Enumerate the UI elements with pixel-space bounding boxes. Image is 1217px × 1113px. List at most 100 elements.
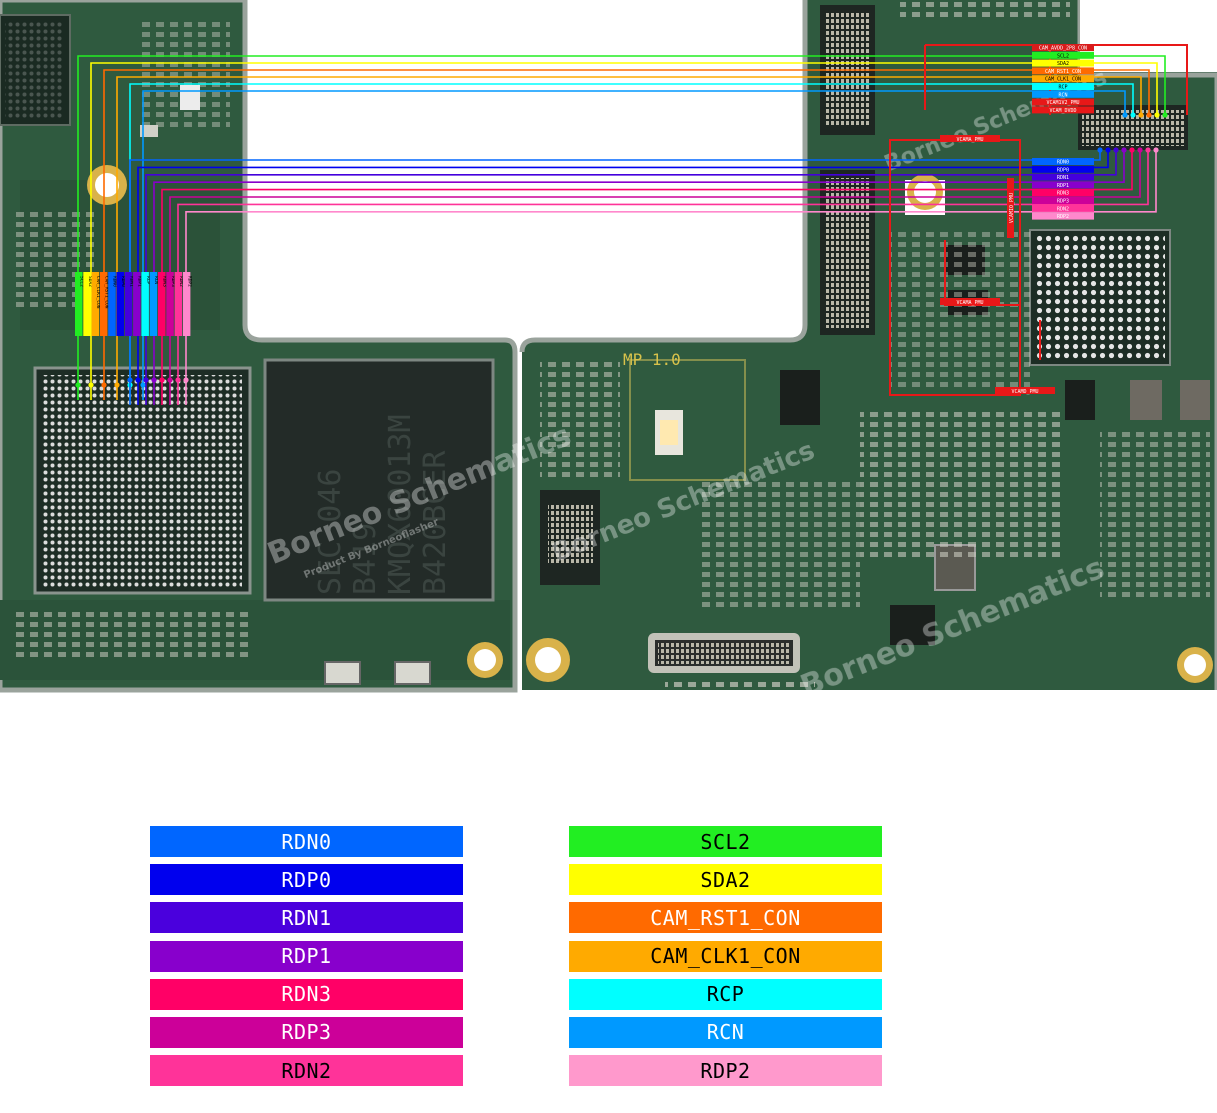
pin-label-bg bbox=[75, 272, 83, 336]
legend-item-rdp1: RDP1 bbox=[150, 940, 463, 972]
trace-endpoint bbox=[1105, 147, 1111, 153]
trace-endpoint bbox=[1153, 147, 1159, 153]
connector-label: VCAM1V2_PMU bbox=[1046, 100, 1079, 106]
legend-item-cam-rst1-con: CAM_RST1_CON bbox=[569, 902, 882, 934]
signal-trace bbox=[142, 90, 1126, 400]
connector-label: RCP bbox=[1058, 85, 1067, 91]
pin-label: RDP1 bbox=[137, 276, 143, 287]
power-label: VCAMA_PMU bbox=[956, 137, 983, 143]
connector-label: CAM_CLK1_CON bbox=[1045, 77, 1081, 83]
trace-endpoint bbox=[88, 382, 94, 388]
lane-label: RDN0 bbox=[1057, 160, 1069, 166]
power-label-bg bbox=[940, 135, 1000, 142]
trace-endpoint bbox=[101, 382, 107, 388]
pin-label: SDA2 bbox=[87, 276, 93, 287]
trace-endpoint bbox=[175, 377, 181, 383]
lane-label-bg bbox=[1032, 204, 1094, 212]
lane-label: RDP0 bbox=[1057, 167, 1069, 173]
lane-label: RDP3 bbox=[1057, 199, 1069, 205]
power-label-bg bbox=[995, 387, 1055, 394]
trace-endpoint bbox=[114, 382, 120, 388]
chip-marking-line: SEC 046 bbox=[313, 469, 348, 595]
power-label-bg bbox=[1007, 178, 1014, 238]
trace-endpoint bbox=[1121, 147, 1127, 153]
pin-label-bg bbox=[91, 272, 100, 336]
power-label-bg bbox=[940, 298, 1000, 305]
pin-label: RDP0 bbox=[120, 276, 126, 287]
pin-label-bg bbox=[158, 272, 166, 336]
signal-trace bbox=[77, 55, 1166, 400]
trace-endpoint bbox=[143, 377, 149, 383]
connector-label: CAM_RST1_CON bbox=[1045, 69, 1081, 75]
legend-item-rdp3: RDP3 bbox=[150, 1016, 463, 1048]
chip-marking-line: KMQX60013M bbox=[383, 414, 418, 595]
pin-label: RDP2 bbox=[186, 276, 192, 287]
lane-label-bg bbox=[1032, 197, 1094, 204]
trace-endpoint bbox=[1138, 112, 1144, 118]
pin-label: RCN bbox=[153, 276, 159, 284]
trace-endpoint bbox=[1146, 112, 1152, 118]
pin-label: CAM_RST1_CON bbox=[103, 276, 109, 309]
trace-endpoint bbox=[1154, 112, 1160, 118]
connector-label: SCL2 bbox=[1057, 53, 1069, 59]
legend-item-scl2: SCL2 bbox=[569, 826, 882, 857]
chip-marking-line: B420BCER bbox=[418, 450, 453, 595]
trace-endpoint bbox=[183, 377, 189, 383]
legend-item-rdp0: RDP0 bbox=[150, 864, 463, 896]
power-label: VCAMA_PMU bbox=[956, 300, 983, 306]
connector-label: SDA2 bbox=[1057, 61, 1069, 67]
lane-label-bg bbox=[1032, 173, 1094, 181]
pin-label: SCL2 bbox=[79, 276, 85, 287]
lane-label: RDP1 bbox=[1057, 183, 1069, 189]
silkscreen-version-label: MP 1.0 bbox=[623, 350, 681, 369]
pin-label: RDN1 bbox=[128, 276, 134, 287]
trace-endpoint bbox=[127, 377, 133, 383]
trace-endpoint bbox=[1145, 147, 1151, 153]
pcb-board-svg: SEC 046 B419 KMQX60013M B420BCER bbox=[0, 0, 1217, 693]
legend-item-rdn3: RDN3 bbox=[150, 978, 463, 1010]
trace-endpoint bbox=[1162, 112, 1168, 118]
connector-label-bg bbox=[1032, 59, 1094, 67]
connector-label-bg bbox=[1032, 44, 1094, 51]
legend-item-rdp2: RDP2 bbox=[569, 1055, 882, 1087]
trace-endpoint bbox=[151, 377, 157, 383]
trace-endpoint bbox=[1137, 147, 1143, 153]
connector-label-bg bbox=[1032, 67, 1094, 75]
pin-label-bg bbox=[108, 272, 116, 336]
pin-label: CAM_CLK1_CON bbox=[95, 276, 101, 309]
connector-label-bg bbox=[1032, 83, 1094, 90]
lane-label-bg bbox=[1032, 189, 1094, 197]
pin-label: RDN3 bbox=[162, 276, 168, 287]
connector-label-bg bbox=[1032, 98, 1094, 106]
pin-label-bg bbox=[174, 272, 183, 336]
power-label: VCAMD_PMU bbox=[1011, 389, 1038, 395]
legend-item-sda2: SDA2 bbox=[569, 864, 882, 896]
trace-endpoint bbox=[1097, 147, 1103, 153]
pin-label: RDN0 bbox=[112, 276, 118, 287]
pin-label-bg bbox=[133, 272, 141, 336]
trace-endpoint bbox=[1122, 112, 1128, 118]
right-board: MP 1.0 bbox=[519, 0, 1217, 692]
connector-label-bg bbox=[1032, 90, 1094, 98]
pin-label: RCP bbox=[145, 276, 151, 284]
trace-endpoint bbox=[140, 382, 146, 388]
trace-endpoint bbox=[135, 377, 141, 383]
trace-endpoint bbox=[167, 377, 173, 383]
connector-label-bg bbox=[1032, 106, 1094, 114]
pin-label-bg bbox=[99, 272, 108, 336]
connector-label: VCAM_DVDD bbox=[1049, 108, 1076, 114]
connector-label-bg bbox=[1032, 75, 1094, 83]
legend-item-rdn1: RDN1 bbox=[150, 902, 463, 934]
pin-label-bg bbox=[116, 272, 124, 336]
pin-label-bg bbox=[141, 272, 149, 336]
lane-label-bg bbox=[1032, 158, 1094, 165]
trace-endpoint bbox=[159, 377, 165, 383]
chip-marking-line: B419 bbox=[348, 523, 383, 595]
trace-endpoint bbox=[1130, 112, 1136, 118]
legend-item-rdn0: RDN0 bbox=[150, 826, 463, 857]
signal-trace bbox=[116, 76, 1142, 400]
pin-label: RDP3 bbox=[170, 276, 176, 287]
